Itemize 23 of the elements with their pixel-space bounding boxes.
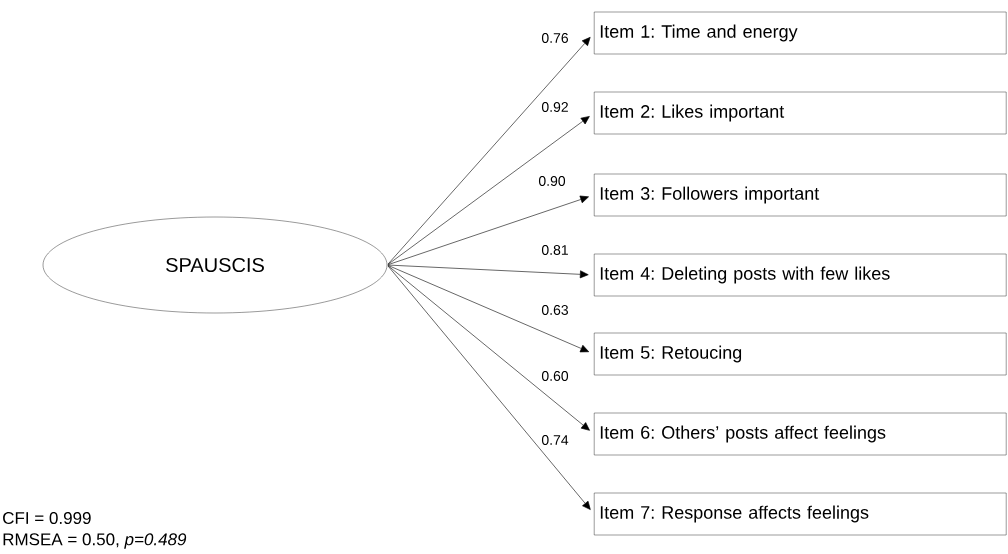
arrow [387, 265, 590, 431]
edge-label: 0.63 [540, 304, 570, 316]
arrow [387, 265, 591, 510]
edge-label: 0.90 [537, 175, 567, 187]
edge-label: 0.92 [540, 101, 570, 113]
edge-label: 0.60 [540, 370, 570, 382]
item-box: Item 4: Deleting posts with few likes [594, 253, 1007, 297]
item-box: Item 1: Time and energy [594, 11, 1007, 55]
item-box: Item 3: Followers important [594, 173, 1007, 217]
item-box: Item 2: Likes important [594, 91, 1007, 135]
edge-label: 0.74 [540, 434, 570, 446]
item-box: Item 7: Response affects feelings [594, 492, 1007, 536]
fit-statistic: CFI = 0.999 [3, 512, 91, 525]
arrow [387, 195, 589, 265]
edge-label: 0.81 [540, 244, 570, 256]
arrow [387, 37, 591, 265]
edge-label: 0.76 [540, 32, 570, 44]
item-box: Item 5: Retoucing [594, 332, 1007, 376]
fit-statistic: RMSEA = 0.50, p=0.489 [3, 533, 187, 549]
arrow [387, 264, 589, 279]
item-box: Item 6: Others’ posts affect feelings [594, 412, 1007, 456]
arrow [387, 265, 590, 353]
arrow [387, 116, 590, 265]
